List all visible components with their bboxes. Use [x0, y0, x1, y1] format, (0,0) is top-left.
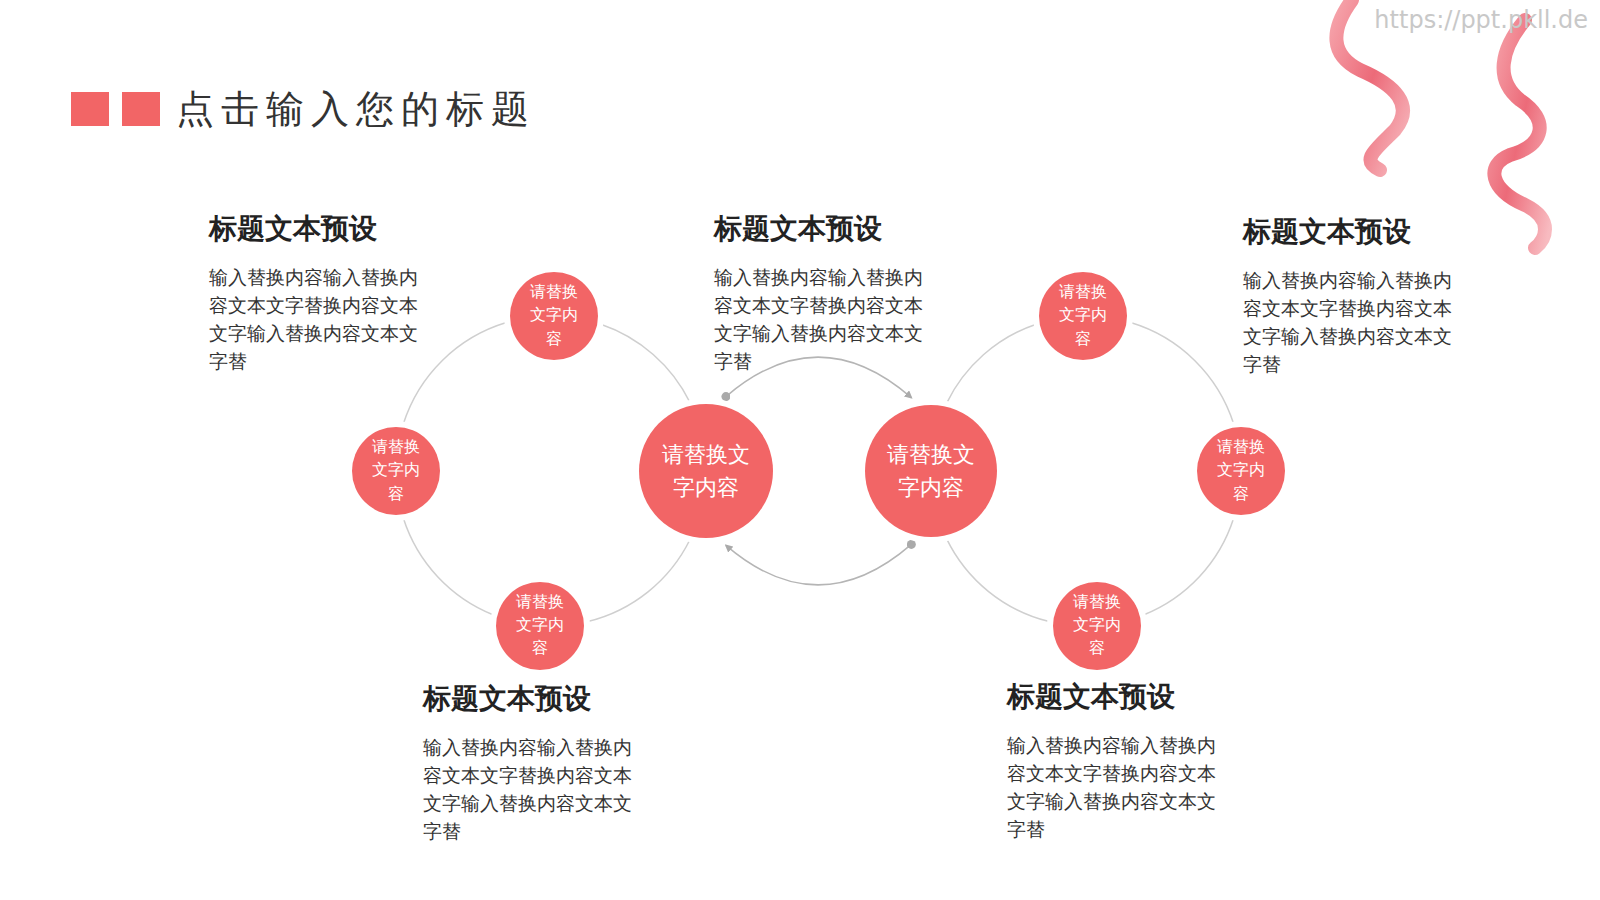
ring-arc — [601, 324, 690, 402]
main-circle: 请替换文字内容 — [639, 404, 773, 538]
sub-circle: 请替换文字内容 — [1039, 272, 1127, 360]
circle-text: 请替换文字内容 — [659, 438, 754, 504]
ring-arc — [588, 540, 690, 622]
sub-circle: 请替换文字内容 — [496, 582, 584, 670]
block-heading: 标题文本预设 — [209, 210, 377, 248]
block-body: 输入替换内容输入替换内容文本文字替换内容文本文字输入替换内容文本文字替 — [1007, 731, 1232, 843]
block-body: 输入替换内容输入替换内容文本文字替换内容文本文字输入替换内容文本文字替 — [714, 263, 939, 375]
ribbon — [1494, 20, 1545, 248]
main-circle: 请替换文字内容 — [865, 405, 997, 537]
circle-text: 请替换文字内容 — [884, 438, 979, 504]
slide-title: 点击输入您的标题 — [176, 84, 536, 135]
sub-circle: 请替换文字内容 — [1053, 582, 1141, 670]
ring-arc — [403, 323, 506, 424]
block-body: 输入替换内容输入替换内容文本文字替换内容文本文字输入替换内容文本文字替 — [209, 263, 434, 375]
ring-arc — [1131, 323, 1234, 424]
block-heading: 标题文本预设 — [423, 680, 591, 718]
sub-circle: 请替换文字内容 — [1197, 427, 1285, 515]
circle-text: 请替换文字内容 — [1072, 591, 1122, 661]
block-heading: 标题文本预设 — [714, 210, 882, 248]
ring-arc — [947, 539, 1050, 622]
sub-circle: 请替换文字内容 — [510, 272, 598, 360]
circle-text: 请替换文字内容 — [371, 436, 421, 506]
ring-arc — [947, 324, 1037, 403]
title-square — [71, 92, 109, 126]
flow-arrow — [726, 544, 911, 584]
watermark: https://ppt.pkll.de — [1374, 6, 1588, 34]
block-body: 输入替换内容输入替换内容文本文字替换内容文本文字输入替换内容文本文字替 — [1243, 266, 1468, 378]
circle-text: 请替换文字内容 — [515, 591, 565, 661]
title-square — [122, 92, 160, 126]
circle-text: 请替换文字内容 — [1058, 281, 1108, 351]
ring-arc — [1143, 518, 1233, 615]
ring-arc — [403, 518, 493, 615]
circle-text: 请替换文字内容 — [1216, 436, 1266, 506]
block-body: 输入替换内容输入替换内容文本文字替换内容文本文字输入替换内容文本文字替 — [423, 733, 648, 845]
flow-arrow — [726, 357, 911, 397]
block-heading: 标题文本预设 — [1243, 213, 1411, 251]
sub-circle: 请替换文字内容 — [352, 427, 440, 515]
circle-text: 请替换文字内容 — [529, 281, 579, 351]
block-heading: 标题文本预设 — [1007, 678, 1175, 716]
